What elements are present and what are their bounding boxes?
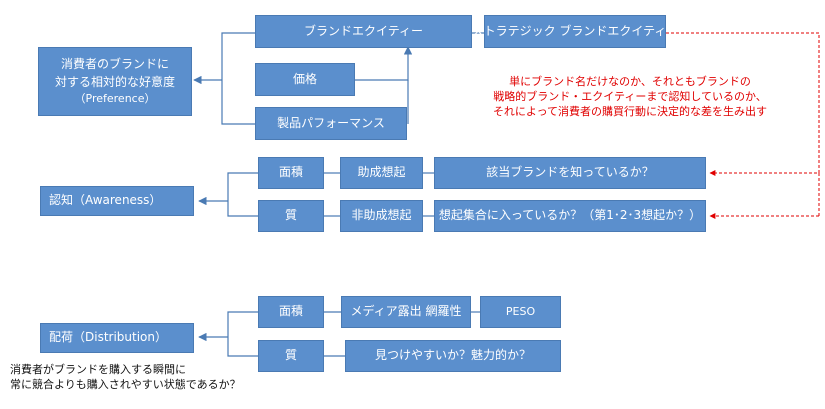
distribution-area-box: 面積	[258, 296, 324, 328]
strategic-brand-equity-box: ストラテジック ブランドエクイティー	[472, 15, 678, 48]
red-note-line3: それによって消費者の購買行動に決定的な差を生み出す	[492, 105, 768, 118]
red-note-line1: 単にブランド名だけなのか、それともブランドの	[509, 75, 751, 88]
unaided-question-box: 想起集合に入っているか？（第1･2･3想起か？）	[434, 200, 706, 232]
aided-recall-box: 助成想起	[340, 157, 423, 189]
brand-equity-box: ブランドエクイティー	[255, 15, 472, 48]
price-box: 価格	[255, 63, 355, 96]
distribution-quality-box: 質	[258, 340, 324, 372]
awareness-bracket	[227, 172, 258, 217]
preference-label-line3: （Preference）	[74, 91, 156, 105]
product-performance-box: 製品パフォーマンス	[255, 107, 407, 140]
price-to-equity-arrow	[355, 46, 413, 81]
bottom-note-line2: 常に競合よりも購入されやすい状態であるか？	[10, 378, 241, 391]
red-note-line2: 戦略的ブランド・エクイティーまで認知しているのか、	[493, 90, 767, 103]
preference-box: 消費者のブランドに 対する相対的な好意度 （Preference）	[38, 47, 192, 116]
bottom-note-line1: 消費者がブランドを購入する瞬間に	[10, 363, 186, 376]
distribution-note: 消費者がブランドを購入する瞬間に 常に競合よりも購入されやすい状態であるか？	[10, 362, 310, 392]
awareness-box: 認知（Awareness）	[40, 186, 194, 216]
unaided-recall-box: 非助成想起	[340, 200, 423, 232]
strategic-equity-note: 単にブランド名だけなのか、それともブランドの 戦略的ブランド・エクイティーまで認…	[470, 74, 790, 119]
awareness-quality-box: 質	[258, 200, 324, 232]
distribution-box: 配荷（Distribution）	[40, 323, 194, 353]
awareness-area-box: 面積	[258, 157, 324, 189]
distribution-bracket	[227, 311, 258, 357]
distribution-quality-question-box: 見つけやすいか？魅力的か？	[345, 340, 561, 372]
preference-label-line1: 消費者のブランドに	[60, 57, 169, 72]
peso-box: PESO	[480, 296, 561, 328]
preference-label-line2: 対する相対的な好意度	[54, 74, 175, 89]
media-coverage-box: メディア露出 網羅性	[341, 296, 471, 328]
preference-bracket	[221, 32, 255, 125]
aided-question-box: 該当ブランドを知っているか？	[434, 157, 706, 189]
